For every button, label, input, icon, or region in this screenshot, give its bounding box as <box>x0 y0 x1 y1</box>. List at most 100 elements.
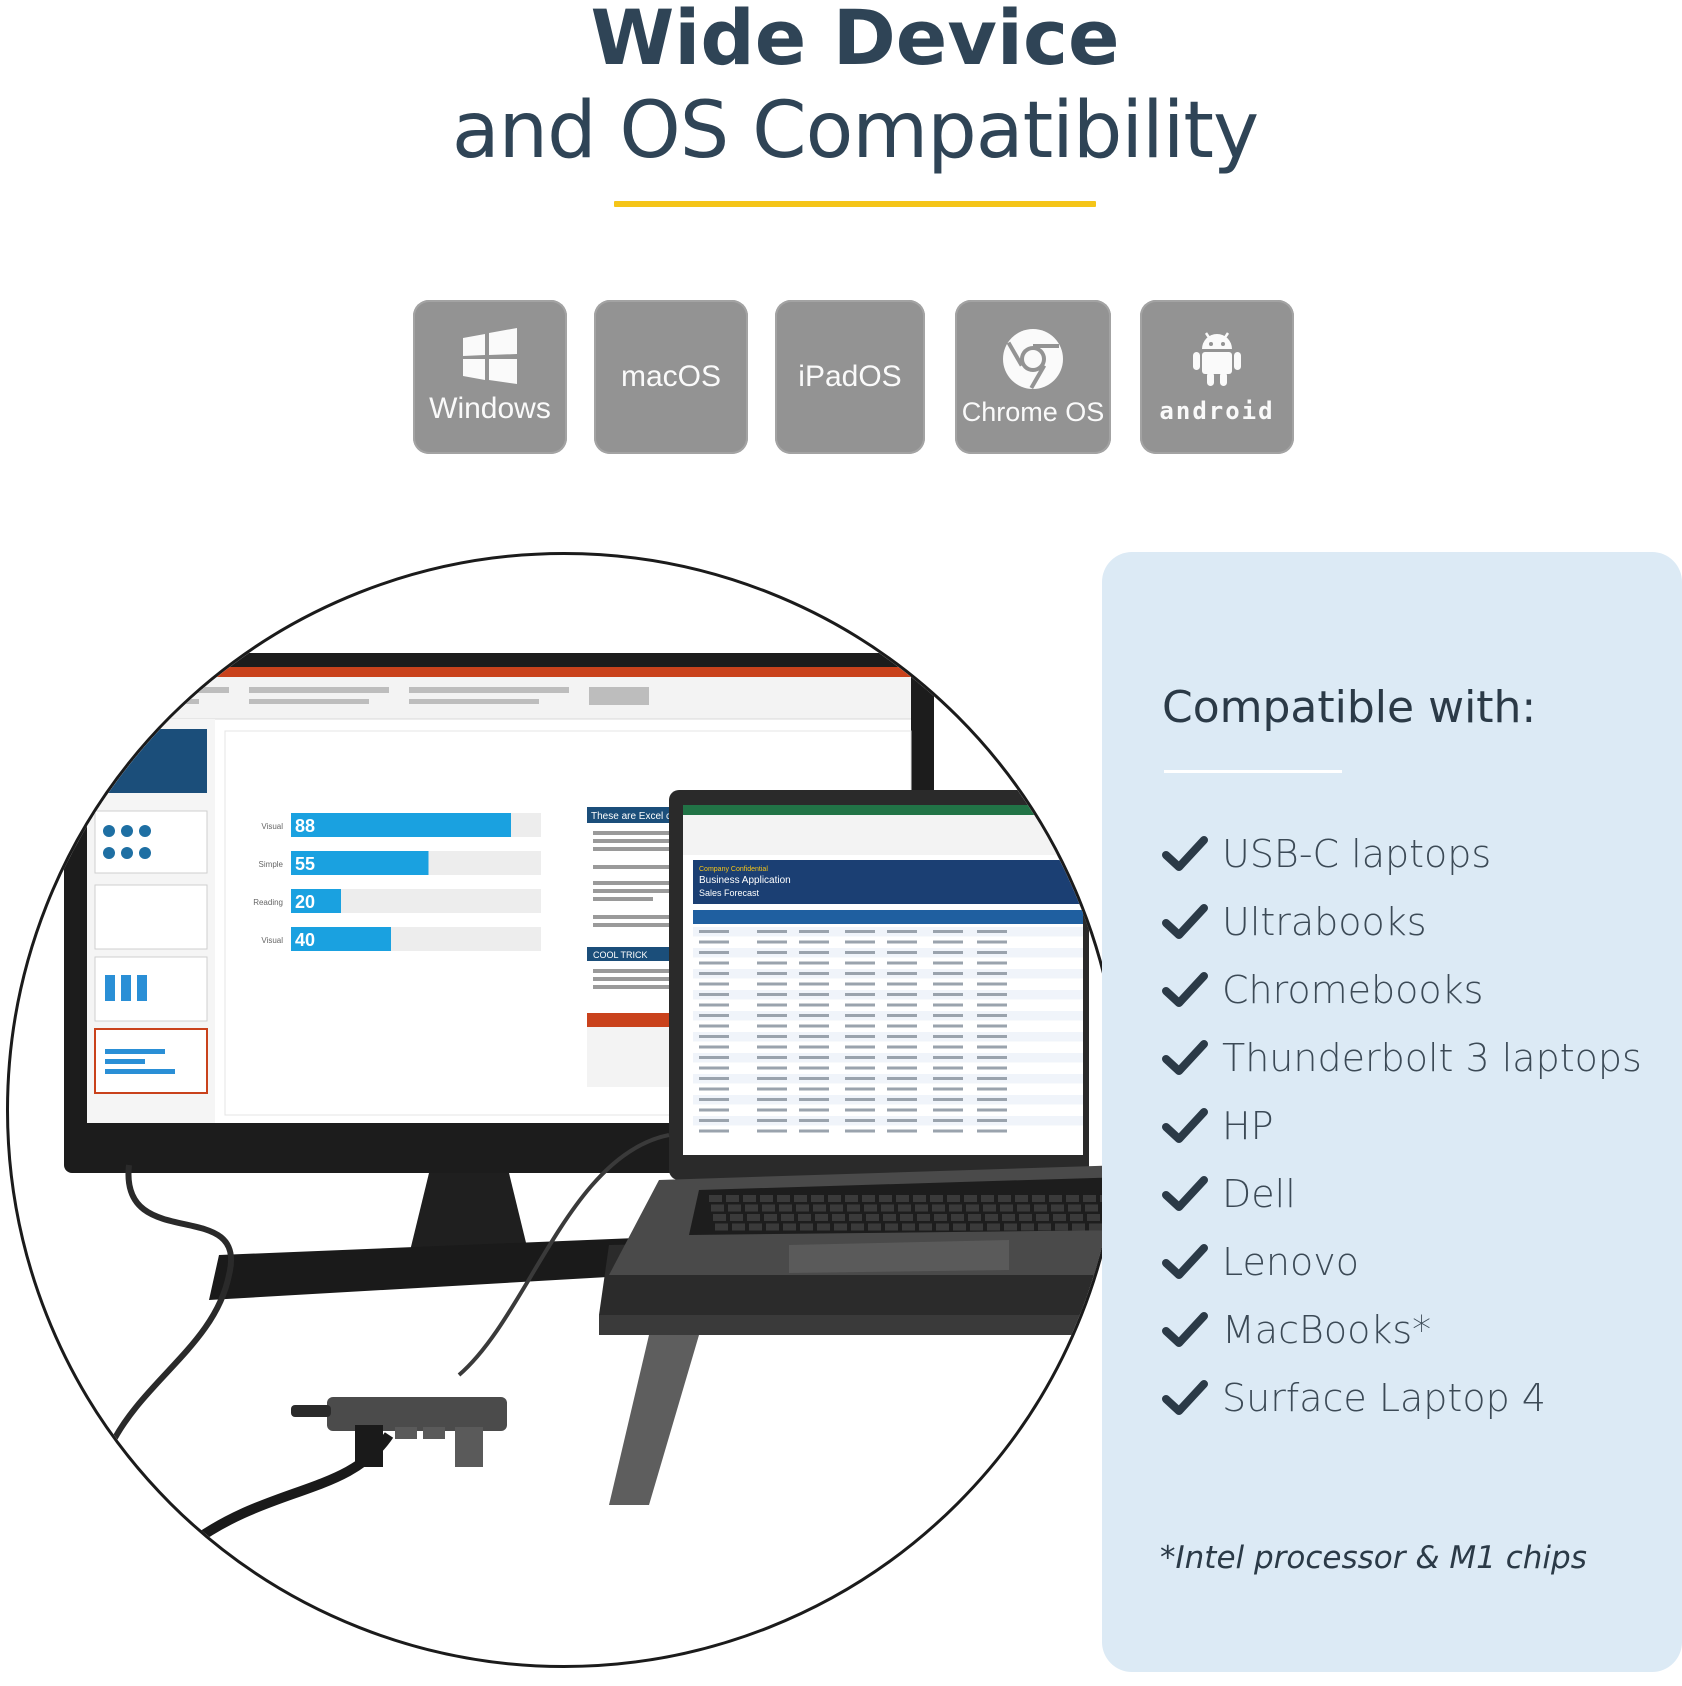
checkmark-icon <box>1162 1312 1208 1347</box>
excel-cell <box>799 1077 829 1080</box>
keyboard-key <box>981 1195 994 1202</box>
keyboard-key <box>728 1204 741 1212</box>
keyboard-key <box>900 1214 913 1221</box>
compatibility-item: USB-C laptops <box>1162 820 1682 888</box>
excel-cell <box>799 1014 829 1017</box>
excel-brand: Company Confidential <box>699 866 768 873</box>
slide-side-title: These are Excel char <box>591 811 686 822</box>
compatibility-item-label: Dell <box>1222 1172 1296 1216</box>
keyboard-key <box>715 1223 728 1231</box>
excel-cell <box>977 993 1007 996</box>
excel-cell <box>977 930 1007 933</box>
excel-cell <box>799 1066 829 1070</box>
keyboard-key <box>764 1214 777 1221</box>
excel-cell <box>757 1024 787 1028</box>
excel-cell <box>799 993 829 996</box>
keyboard-key <box>1070 1214 1083 1221</box>
excel-cell <box>699 1077 729 1080</box>
compatibility-item: Ultrabooks <box>1162 888 1682 956</box>
keyboard-key <box>781 1214 794 1221</box>
excel-cell <box>699 1003 729 1007</box>
keyboard-key <box>1034 1204 1047 1212</box>
excel-table <box>693 927 1083 1136</box>
os-label-macos: macOS <box>620 360 722 393</box>
keyboard-key <box>949 1204 962 1212</box>
checkmark-icon <box>1162 1176 1208 1211</box>
keyboard-key <box>762 1204 775 1212</box>
excel-cell <box>887 1129 917 1133</box>
keyboard-key <box>732 1223 745 1231</box>
compatibility-item: MacBooks* <box>1162 1296 1682 1364</box>
keyboard-key <box>709 1195 722 1202</box>
excel-cell <box>887 951 917 954</box>
excel-cell <box>699 1066 729 1070</box>
excel-cell <box>699 1014 729 1017</box>
excel-cell <box>887 1066 917 1070</box>
keyboard-key <box>1049 1195 1062 1202</box>
excel-cell <box>887 1035 917 1038</box>
keyboard-key <box>1017 1204 1030 1212</box>
keyboard-key <box>1015 1195 1028 1202</box>
slide-bar-value: 40 <box>295 930 315 950</box>
compatibility-item-label: USB-C laptops <box>1222 832 1492 876</box>
compatibility-item: Surface Laptop 4 <box>1162 1364 1682 1432</box>
excel-cell <box>845 1035 875 1038</box>
excel-cell <box>977 1035 1007 1038</box>
keyboard-key <box>779 1204 792 1212</box>
display-cable <box>91 1164 234 1556</box>
excel-cell <box>845 972 875 975</box>
excel-header-line1: Business Application <box>699 875 791 886</box>
excel-cell <box>757 1129 787 1133</box>
keyboard-key <box>811 1195 824 1202</box>
keyboard-key <box>747 1214 760 1221</box>
excel-cell <box>933 1129 963 1133</box>
excel-cell <box>887 1087 917 1091</box>
excel-cell <box>757 1045 787 1049</box>
keyboard-key <box>898 1204 911 1212</box>
os-label-android: android <box>1159 397 1275 425</box>
excel-cell <box>799 982 829 986</box>
excel-cell <box>799 1035 829 1038</box>
keyboard-key <box>745 1204 758 1212</box>
compatibility-item-label: MacBooks* <box>1222 1308 1432 1352</box>
excel-cell <box>799 1056 829 1059</box>
keyboard-key <box>862 1195 875 1202</box>
excel-cell <box>933 1108 963 1112</box>
os-tile-row: Windows macOS iPadOS Chrome OS <box>0 300 1682 454</box>
keyboard-key <box>730 1214 743 1221</box>
android-icon <box>1193 332 1241 386</box>
excel-cell <box>699 1035 729 1038</box>
compatibility-item: Chromebooks <box>1162 956 1682 1024</box>
excel-cell <box>845 961 875 965</box>
compatibility-footnote: *Intel processor & M1 chips <box>1160 1540 1587 1576</box>
excel-cell <box>933 1045 963 1049</box>
compatibility-item-label: Surface Laptop 4 <box>1222 1376 1546 1420</box>
excel-cell <box>977 961 1007 965</box>
monitor-stand-base <box>209 1235 729 1300</box>
excel-cell <box>699 1119 729 1122</box>
os-tile-android: android <box>1140 300 1294 454</box>
excel-cell <box>845 930 875 933</box>
excel-cell <box>799 961 829 965</box>
excel-cell <box>933 1024 963 1028</box>
excel-cell <box>887 1024 917 1028</box>
excel-banner <box>693 860 1083 904</box>
excel-cell <box>699 1087 729 1091</box>
slide-bar-category: Visual <box>261 822 283 831</box>
excel-cell <box>699 1024 729 1028</box>
keyboard-key <box>1068 1204 1081 1212</box>
excel-cell <box>757 951 787 954</box>
keyboard-key <box>885 1223 898 1231</box>
excel-cell <box>757 961 787 965</box>
keyboard-key <box>1053 1214 1066 1221</box>
excel-cell <box>699 930 729 933</box>
excel-cell <box>799 1003 829 1007</box>
keyboard-key <box>998 1195 1011 1202</box>
excel-cell <box>887 972 917 975</box>
slide-bar-category: Visual <box>261 936 283 945</box>
slide-bar <box>291 889 341 913</box>
excel-cell <box>977 1087 1007 1091</box>
excel-cell <box>757 1035 787 1038</box>
excel-cell <box>887 982 917 986</box>
